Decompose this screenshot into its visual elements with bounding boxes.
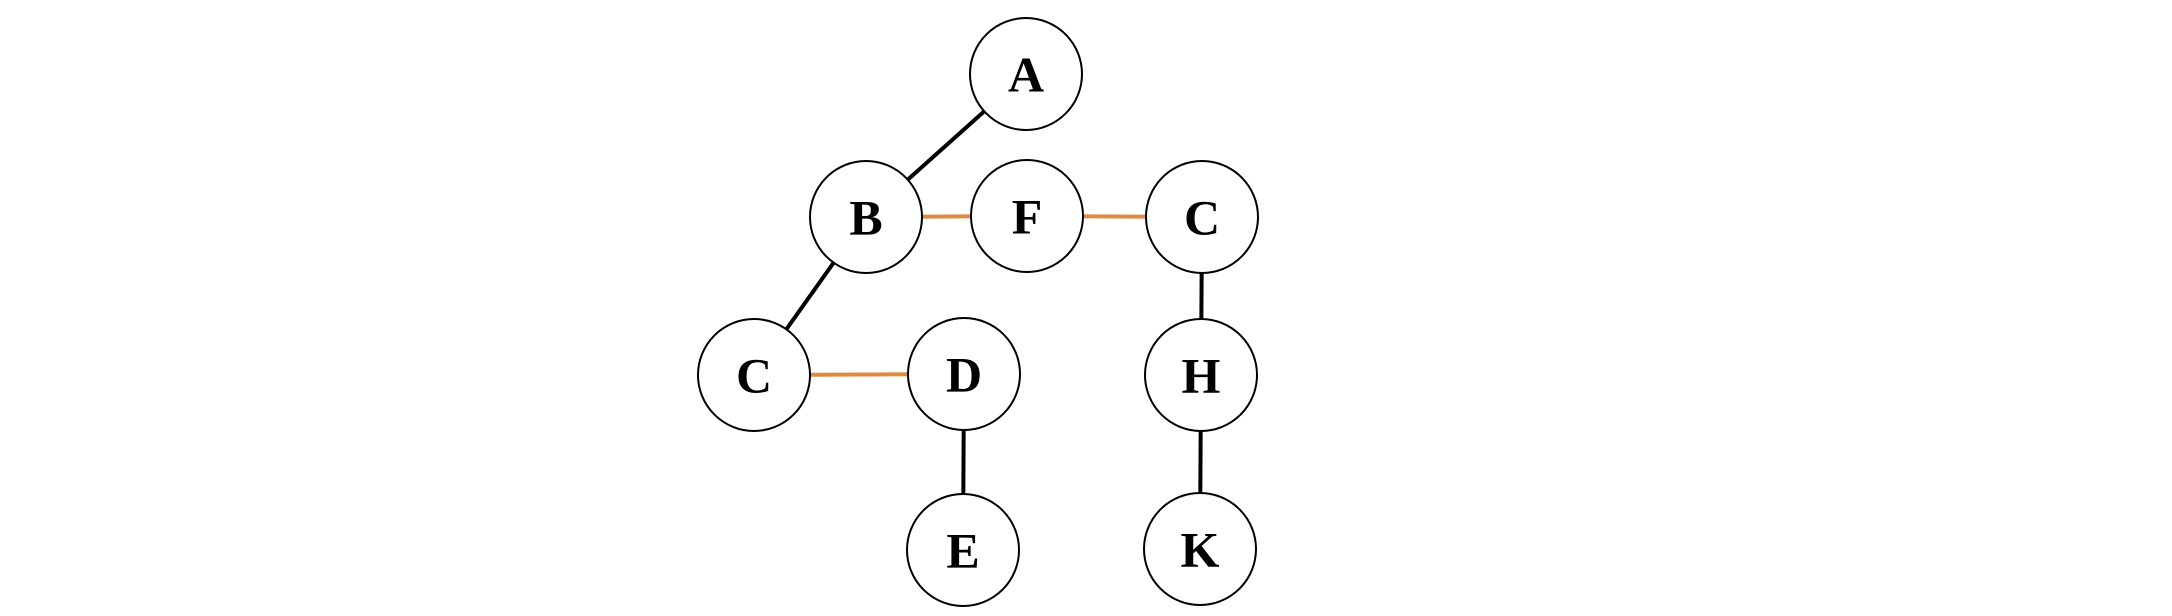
node-D [907,317,1021,431]
node-F [970,159,1084,273]
node-K [1143,492,1257,606]
node-label-E: E [946,523,979,579]
node-label-A: A [1008,47,1044,103]
node-label-C1: C [1184,190,1220,246]
node-label-K: K [1181,522,1220,578]
node-A [969,17,1083,131]
node-C2 [697,318,811,432]
node-label-H: H [1182,348,1221,404]
node-label-F: F [1012,189,1043,245]
node-C1 [1145,160,1259,274]
node-label-D: D [946,347,982,403]
node-label-C2: C [736,348,772,404]
node-E [906,493,1020,607]
node-label-B: B [849,190,882,246]
node-B [809,160,923,274]
node-H [1144,318,1258,432]
